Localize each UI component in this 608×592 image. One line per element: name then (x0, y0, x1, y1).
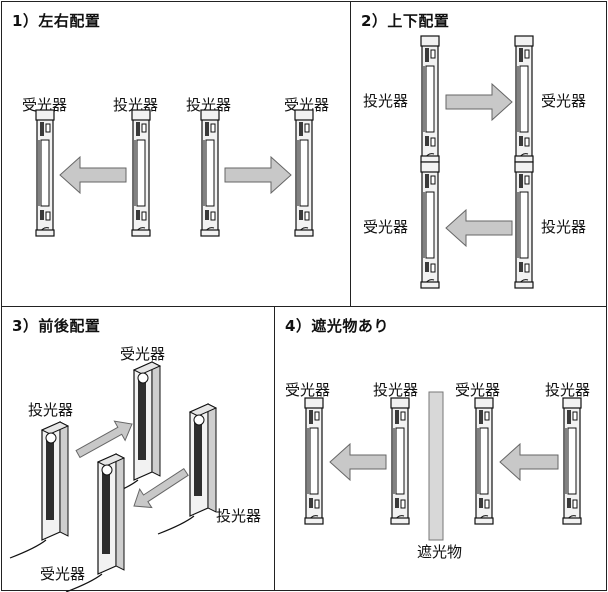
receiver-label: 受光器 (22, 96, 68, 114)
emitter-device (9, 421, 70, 559)
obstacle-bar (428, 391, 444, 541)
receiver-device (101, 361, 162, 499)
emitter-device (562, 397, 582, 525)
light-direction-arrow (59, 155, 127, 195)
light-direction-arrow (445, 82, 513, 122)
receiver-device (514, 35, 534, 163)
emitter-device (514, 161, 534, 289)
receiver-device (294, 109, 314, 237)
emitter-label: 投光器 (186, 96, 232, 114)
light-direction-arrow (75, 420, 133, 459)
receiver-label: 受光器 (40, 565, 86, 583)
emitter-label: 投光器 (541, 218, 587, 236)
receiver-device (35, 109, 55, 237)
receiver-device (420, 161, 440, 289)
obstacle-label: 遮光物 (417, 543, 463, 561)
panel-title: 4）遮光物あり (285, 317, 389, 335)
emitter-device (420, 35, 440, 163)
panel-title: 1）左右配置 (12, 12, 101, 30)
panel-left-right: 1）左右配置 受光器 投光器 投光器 受光器 (1, 1, 351, 307)
emitter-label: 投光器 (216, 507, 262, 525)
light-direction-arrow (445, 208, 513, 248)
light-direction-arrow (224, 155, 292, 195)
receiver-device (304, 397, 324, 525)
light-direction-arrow (133, 467, 189, 509)
panel-title: 2）上下配置 (361, 12, 450, 30)
panel-top-bottom: 2）上下配置 投光器 受光器 受光器 投光器 (350, 1, 607, 307)
emitter-device (157, 403, 218, 535)
receiver-label: 受光器 (541, 92, 587, 110)
receiver-device (474, 397, 494, 525)
panel-title: 3）前後配置 (12, 317, 101, 335)
emitter-device (390, 397, 410, 525)
receiver-label: 受光器 (285, 381, 331, 399)
emitter-device (131, 109, 151, 237)
light-direction-arrow (329, 442, 387, 482)
receiver-label: 受光器 (455, 381, 501, 399)
emitter-label: 投光器 (363, 92, 409, 110)
receiver-label: 受光器 (120, 345, 166, 363)
emitter-label: 投光器 (545, 381, 591, 399)
emitter-label: 投光器 (28, 401, 74, 419)
receiver-label: 受光器 (363, 218, 409, 236)
emitter-device (200, 109, 220, 237)
receiver-device (65, 453, 126, 592)
light-direction-arrow (499, 442, 559, 482)
emitter-label: 投光器 (373, 381, 419, 399)
